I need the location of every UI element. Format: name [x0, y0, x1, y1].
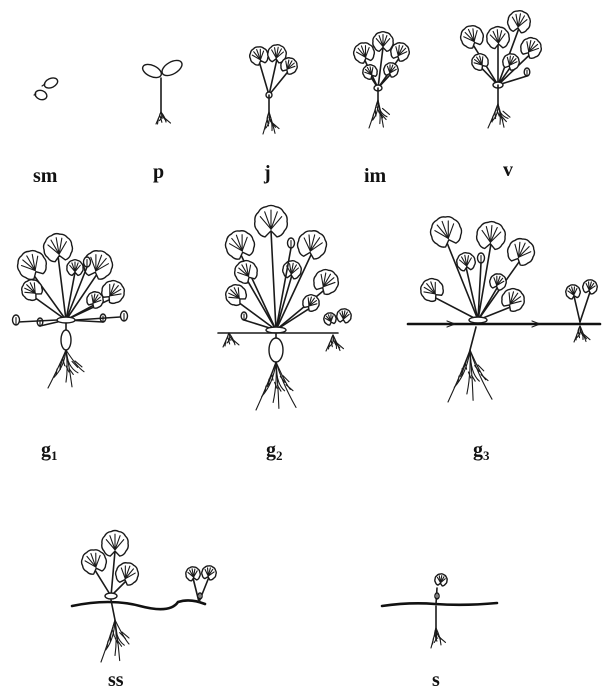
plant-im [351, 32, 412, 128]
label-ss: ss [108, 670, 124, 690]
plant-sm [34, 76, 59, 101]
label-im: im [364, 166, 386, 186]
plant-ss [72, 531, 218, 663]
label-g2: g2 [266, 440, 283, 462]
label-s: s [432, 670, 440, 690]
label-sm: sm [33, 166, 57, 186]
label-p: p [153, 162, 164, 182]
plant-p [141, 57, 185, 124]
plant-s [382, 573, 497, 648]
label-g1: g1 [41, 440, 58, 462]
plant-v [457, 9, 545, 128]
label-j: j [264, 163, 271, 183]
plant-j [247, 43, 300, 134]
plant-g1 [12, 231, 129, 388]
plant-g2 [218, 205, 352, 410]
label-v: v [503, 160, 513, 180]
plant-g3 [408, 212, 600, 402]
label-g3: g3 [473, 440, 490, 462]
